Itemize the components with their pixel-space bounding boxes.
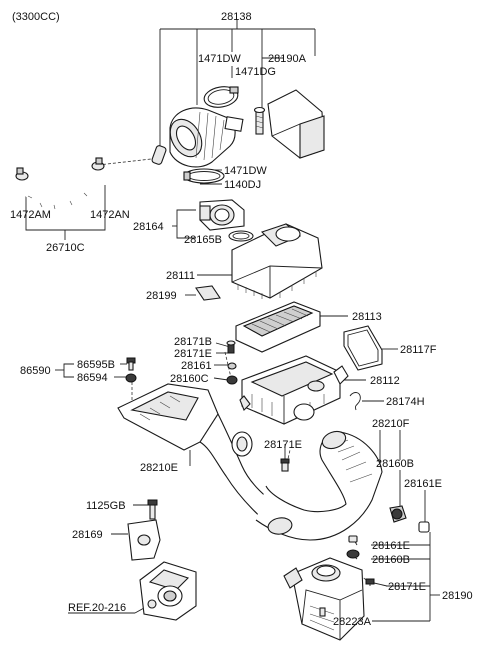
intake-hose-28210f xyxy=(255,430,383,541)
label-28165b: 28165B xyxy=(184,234,222,246)
grommet-28161e-lower xyxy=(348,535,358,543)
label-28138: 28138 xyxy=(221,11,252,23)
bolt-28171b xyxy=(226,340,236,354)
label-28190: 28190 xyxy=(442,590,473,602)
label-28117f: 28117F xyxy=(400,344,437,356)
bolt-28171e-lower xyxy=(365,578,375,585)
label-28171e-lower: 28171E xyxy=(388,581,426,593)
filter-element-28113 xyxy=(235,301,321,353)
label-28113: 28113 xyxy=(352,311,382,323)
bolt-1125gb xyxy=(147,499,158,520)
label-28112: 28112 xyxy=(370,375,400,387)
label-1472an: 1472AN xyxy=(90,209,130,221)
engine-note: (3300CC) xyxy=(12,11,60,23)
label-28210f: 28210F xyxy=(372,418,410,430)
label-28199: 28199 xyxy=(146,290,177,302)
label-28210e: 28210E xyxy=(140,462,178,474)
label-28171e-upper: 28171E xyxy=(174,348,212,360)
bolt-28171e-middle xyxy=(280,458,290,472)
label-26710c: 26710C xyxy=(46,242,85,254)
grommet-28161 xyxy=(227,362,237,370)
clamp-1471dw-upper xyxy=(203,86,239,108)
bushing-28160c xyxy=(226,375,238,385)
label-86595b: 86595B xyxy=(77,359,115,371)
label-1471dg: 1471DG xyxy=(235,66,276,78)
bolt-1471dg xyxy=(253,106,266,135)
air-cleaner-body-28112 xyxy=(239,355,349,425)
hose-26710c xyxy=(15,157,105,210)
bushing-28160b-right xyxy=(389,505,407,523)
engine-mount-ref xyxy=(139,561,197,621)
label-1140dj: 1140DJ xyxy=(224,179,261,191)
clamp-1471dw-lower xyxy=(183,168,225,184)
bracket-28169 xyxy=(127,519,161,561)
label-1125gb: 1125GB xyxy=(86,500,126,512)
label-28161e-right: 28161E xyxy=(404,478,442,490)
label-1471dw-upper: 1471DW xyxy=(198,53,241,65)
grommet-86594 xyxy=(125,373,137,383)
resonator-duct-28138 xyxy=(151,107,244,168)
label-28160c: 28160C xyxy=(170,373,209,385)
label-plate-28199 xyxy=(195,285,221,301)
bolt-86595b xyxy=(126,357,136,371)
label-28160b-right: 28160B xyxy=(376,458,414,470)
cover-28190a xyxy=(267,89,325,159)
label-28161e-lower: 28161E xyxy=(372,540,410,552)
label-28160b-lower: 28160B xyxy=(372,554,410,566)
label-28111: 28111 xyxy=(166,270,195,282)
label-28171e-middle: 28171E xyxy=(264,439,302,451)
air-flow-sensor-28164 xyxy=(199,199,254,242)
label-28171b: 28171B xyxy=(174,336,212,348)
label-28223a: 28223A xyxy=(333,616,372,628)
part-labels: (3300CC) 28138 1471DW 1471DG 28190A 1471… xyxy=(10,11,473,628)
clip-28174h xyxy=(349,392,361,411)
label-28169: 28169 xyxy=(72,529,103,541)
label-28174h: 28174H xyxy=(386,396,425,408)
label-28190a: 28190A xyxy=(268,53,307,65)
label-86594: 86594 xyxy=(77,372,108,384)
air-cleaner-cover-28111 xyxy=(231,223,323,299)
grommet-28161e-right xyxy=(418,521,430,533)
label-28161: 28161 xyxy=(181,360,212,372)
drain-28223a xyxy=(319,607,326,617)
label-86590: 86590 xyxy=(20,365,51,377)
label-28164: 28164 xyxy=(133,221,164,233)
label-1471dw-lower: 1471DW xyxy=(224,165,267,177)
label-ref-20-216: REF.20-216 xyxy=(68,602,126,614)
bushing-28160b-lower xyxy=(346,549,360,559)
label-1472am: 1472AM xyxy=(10,209,51,221)
gasket-28117f xyxy=(343,325,383,371)
resonator-28190 xyxy=(283,557,365,641)
